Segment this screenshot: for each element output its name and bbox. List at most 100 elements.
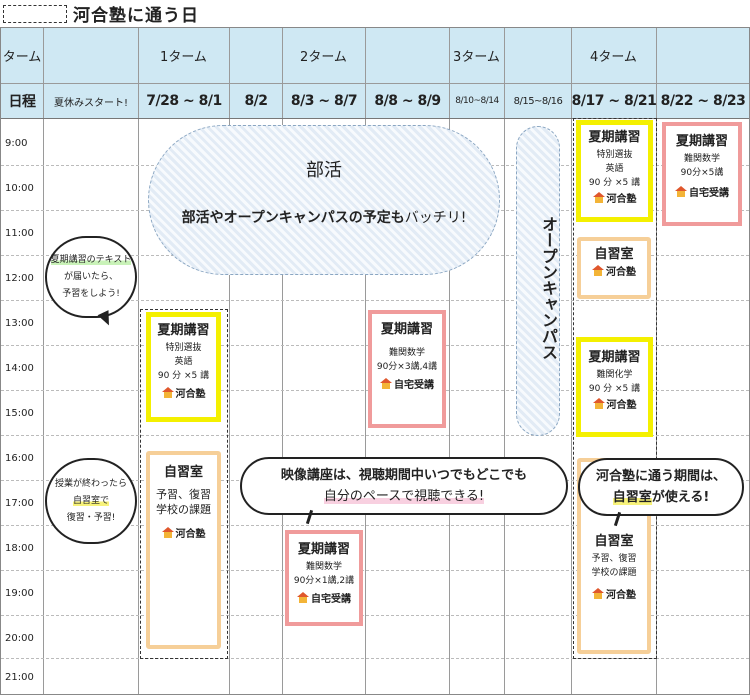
time-label-18: 18:00 — [5, 543, 34, 554]
grid-vline — [504, 28, 505, 694]
time-label-19: 19:00 — [5, 588, 34, 599]
after-class-speech-bubble: 授業が終わったら 自習室で 復習・予習! — [45, 458, 137, 544]
time-label-15: 15:00 — [5, 408, 34, 419]
club-activity-title: 部活 — [306, 160, 342, 181]
term-row-label: ターム — [2, 50, 42, 65]
card-line: 英語 — [174, 357, 193, 367]
card-title: 夏期講習 — [588, 350, 641, 365]
time-axis — [1, 119, 43, 694]
term1-course-card: 夏期講習 特別選抜 英語 90 分 ×5 講 河合塾 — [146, 312, 221, 422]
card-place: 河合塾 — [581, 398, 648, 413]
card-place: 自宅受講 — [666, 186, 738, 201]
open-campus-label: オープンキャンパス — [539, 216, 558, 360]
time-label-13: 13:00 — [5, 318, 34, 329]
card-line: 特別選抜 — [165, 343, 202, 353]
time-label-16: 16:00 — [5, 453, 34, 464]
time-label-17: 17:00 — [5, 498, 34, 509]
card-place: 自宅受講 — [372, 378, 442, 393]
card-line: 難関化学 — [596, 370, 633, 380]
date-col-8: 8/22 ~ 8/23 — [660, 93, 746, 109]
card-line: 90 分 ×5 講 — [157, 371, 210, 381]
card-line: 特別選抜 — [596, 150, 633, 160]
time-label-10: 10:00 — [5, 183, 34, 194]
school-icon — [592, 588, 604, 599]
term-3-header: 3ターム — [453, 50, 500, 65]
card-line: 予習、復習 — [156, 488, 211, 501]
card-title: 夏期講習 — [297, 542, 350, 557]
card-line: 90 分 ×5 講 — [588, 178, 641, 188]
header-divider — [1, 83, 749, 84]
term2-math-card-bottom: 夏期講習 難関数学 90分×1講,2講 自宅受講 — [285, 530, 363, 626]
card-line: 学校の課題 — [591, 568, 637, 578]
card-line: 90分×5講 — [680, 168, 724, 178]
card-line: 難関数学 — [388, 348, 425, 358]
grid-vline — [138, 28, 139, 694]
hour-line — [1, 658, 749, 659]
time-label-20: 20:00 — [5, 633, 34, 644]
date-col-4: 8/8 ~ 8/9 — [374, 93, 441, 109]
schedule-row-label: 日程 — [8, 94, 37, 110]
video-course-speech-bubble: 映像講座は、視聴期間中いつでもどこでも 自分のペースで視聴できる! — [240, 457, 568, 515]
card-place: 河合塾 — [581, 265, 647, 280]
card-line: 90 分 ×5 講 — [588, 384, 641, 394]
card-line: 難関数学 — [683, 154, 720, 164]
home-icon — [297, 592, 309, 603]
date-col-7: 8/17 ~ 8/21 — [571, 93, 657, 109]
header-background — [1, 28, 749, 118]
card-title: 夏期講習 — [675, 134, 728, 149]
text-arrival-speech-bubble: 夏期講習のテキスト が届いたら、 予習をしよう! — [45, 236, 137, 318]
term4-english-card: 夏期講習 特別選抜 英語 90 分 ×5 講 河合塾 — [576, 120, 653, 222]
term1-attendance-group — [140, 309, 228, 659]
term4-attendance-group — [573, 118, 657, 659]
date-col-1: 7/28 ~ 8/1 — [146, 93, 222, 109]
school-icon — [161, 387, 174, 398]
home-icon — [675, 186, 687, 197]
card-place: 自宅受講 — [289, 592, 359, 607]
card-line: 90分×1講,2講 — [293, 576, 355, 586]
school-icon — [161, 527, 174, 538]
study-room-speech-bubble: 河合塾に通う期間は、 自習室が使える! — [578, 458, 744, 516]
time-label-12: 12:00 — [5, 273, 34, 284]
term4-study-room-am-card: 自習室 河合塾 — [577, 237, 651, 299]
card-title: 自習室 — [594, 534, 634, 549]
hour-line — [1, 435, 749, 436]
hour-line — [1, 300, 749, 301]
term1-study-room-card: 自習室 予習、復習 学校の課題 河合塾 — [146, 451, 221, 649]
card-line: 英語 — [605, 164, 624, 174]
date-col-2: 8/2 — [244, 93, 268, 109]
card-line: 90分×3講,4講 — [376, 362, 438, 372]
school-icon — [592, 398, 605, 409]
card-place: 河合塾 — [581, 192, 648, 207]
term4-chemistry-card: 夏期講習 難関化学 90 分 ×5 講 河合塾 — [576, 337, 653, 437]
term2-math-card-top: 夏期講習 難関数学 90分×3講,4講 自宅受講 — [368, 310, 446, 428]
open-campus-block — [516, 126, 560, 436]
title-placeholder-box — [3, 5, 67, 23]
card-place: 河合塾 — [151, 387, 216, 402]
hour-line — [1, 525, 749, 526]
date-col-6: 8/15~8/16 — [513, 95, 563, 107]
time-label-14: 14:00 — [5, 363, 34, 374]
card-line: 予習、復習 — [591, 554, 637, 564]
date-col-5: 8/10~8/14 — [455, 96, 499, 106]
hour-line — [1, 615, 749, 616]
club-activity-block — [148, 125, 500, 275]
page-title: 河合塾に通う日 — [73, 6, 199, 26]
grid-vline — [449, 28, 450, 694]
grid-vline — [229, 28, 230, 694]
school-icon — [592, 265, 604, 276]
card-title: 夏期講習 — [380, 322, 433, 337]
grid-vline — [282, 28, 283, 694]
grid-vline — [365, 28, 366, 694]
time-label-9: 9:00 — [5, 138, 28, 149]
grid-vline — [571, 28, 572, 694]
date-summer-start: 夏休みスタート! — [53, 97, 128, 109]
card-line: 学校の課題 — [156, 503, 211, 516]
date-col-3: 8/3 ~ 8/7 — [290, 93, 358, 109]
time-label-21: 21:00 — [5, 672, 34, 683]
term-4-header: 4ターム — [590, 50, 637, 65]
card-title: 自習室 — [163, 465, 203, 480]
club-activity-caption: 部活やオープンキャンパスの予定もバッチリ! — [181, 210, 467, 226]
school-icon — [592, 192, 605, 203]
card-line: 難関数学 — [305, 562, 342, 572]
card-title: 自習室 — [594, 247, 634, 262]
